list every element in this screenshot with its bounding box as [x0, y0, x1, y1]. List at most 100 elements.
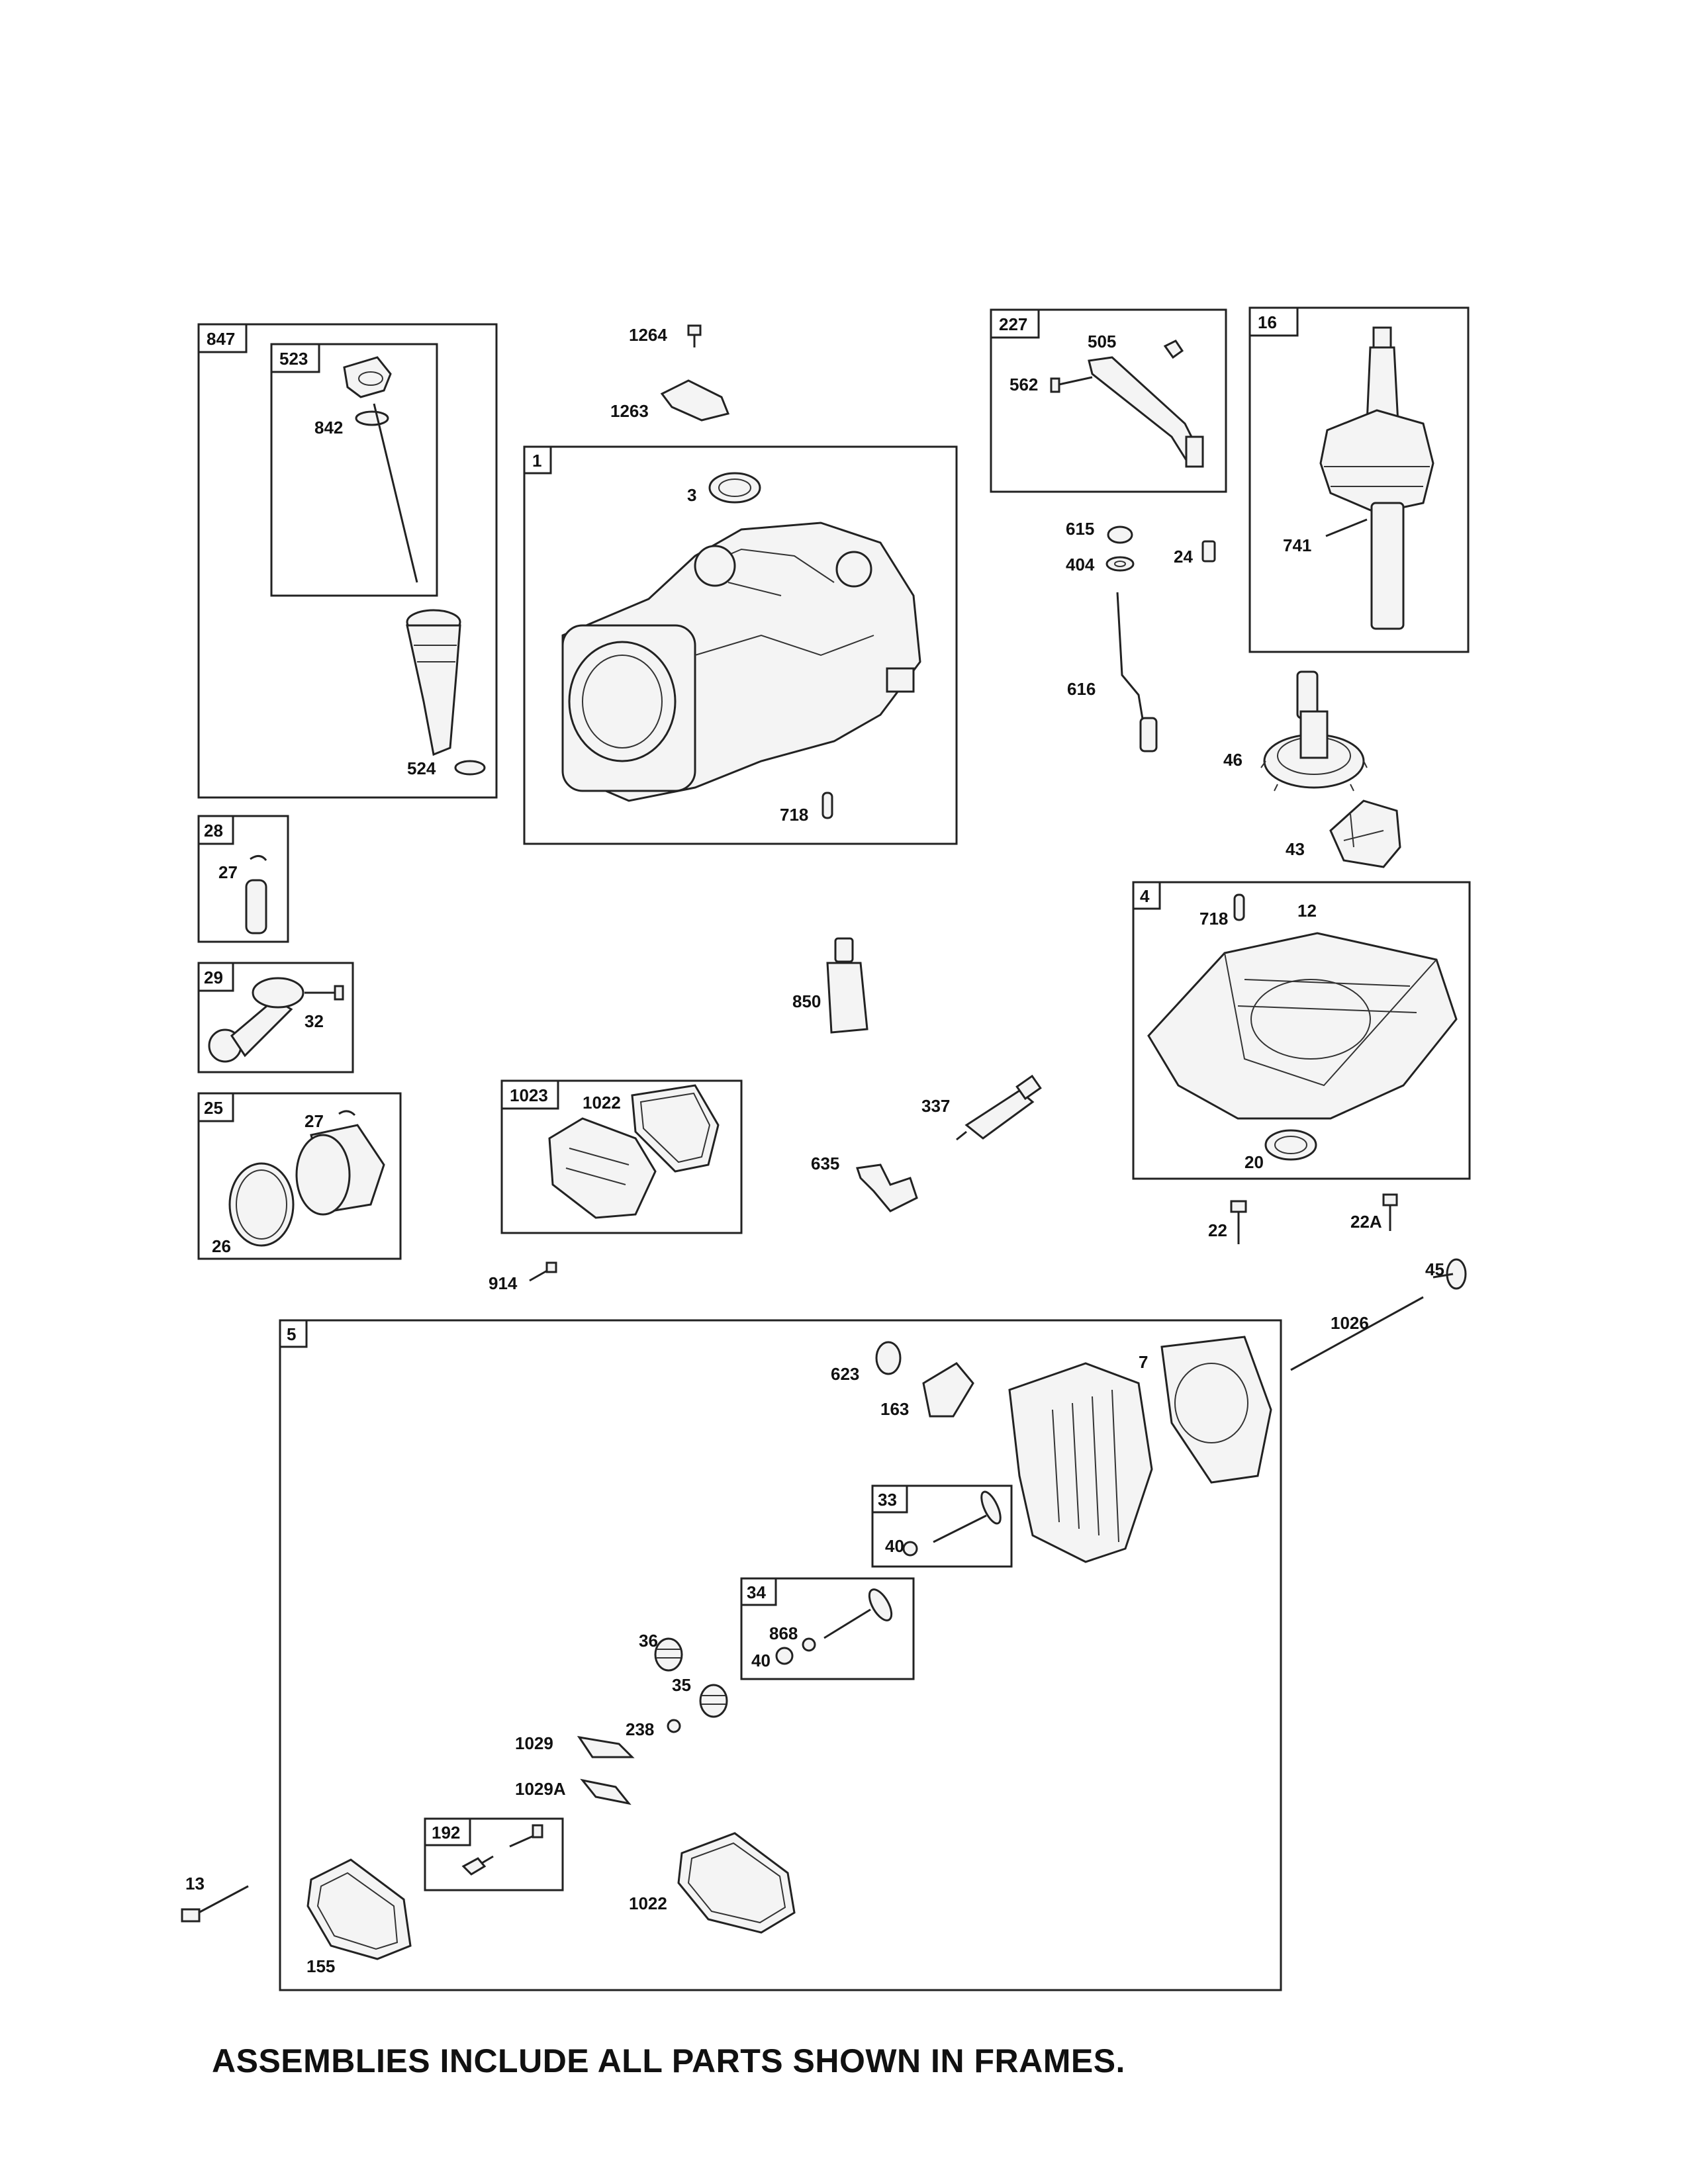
frame-4: 4 [1132, 881, 1471, 1180]
part-labels: 842 524 1264 1263 3 718 505 562 615 404 … [185, 325, 1444, 1976]
frame-34: 34 [740, 1577, 915, 1680]
part-label: 22 [1208, 1220, 1227, 1240]
part-label: 46 [1223, 750, 1243, 770]
part-label: 27 [218, 862, 238, 882]
part-label: 22A [1350, 1212, 1382, 1232]
pin-718-part [821, 792, 833, 819]
valve-cover-part [548, 1084, 720, 1219]
part-label: 35 [672, 1675, 691, 1695]
crankshaft-part [1319, 326, 1434, 630]
part-label: 741 [1283, 535, 1311, 555]
part-label: 842 [314, 418, 343, 437]
frame-tag: 847 [207, 329, 235, 349]
part-label: 20 [1244, 1152, 1264, 1172]
bracket-1263-part [660, 379, 730, 422]
part-label: 40 [885, 1536, 904, 1556]
part-label: 1029 [515, 1733, 553, 1753]
part-label: 616 [1067, 679, 1096, 699]
frame-tag: 523 [279, 349, 308, 369]
part-label: 615 [1066, 519, 1094, 539]
head-bolt-part [181, 1885, 249, 1923]
part-label: 718 [780, 805, 808, 825]
frame-tag: 29 [204, 968, 223, 987]
cylinder-head-part [875, 1336, 1272, 1563]
sump-part [1147, 893, 1458, 1161]
frame-25: 25 [197, 1092, 402, 1260]
part-label: 337 [921, 1096, 950, 1116]
plug-boot-part [856, 1163, 918, 1212]
connecting-rod-part [208, 977, 344, 1063]
part-label: 1022 [583, 1093, 621, 1113]
frame-847: 847 [197, 323, 498, 799]
frame-tag: 5 [287, 1324, 296, 1344]
part-label: 27 [305, 1111, 324, 1131]
part-label: 12 [1297, 901, 1317, 921]
dipstick-part [343, 356, 418, 583]
governor-parts [1105, 525, 1216, 752]
piston-part [228, 1110, 385, 1247]
frame-28: 28 [197, 815, 289, 943]
frame-tag: 25 [204, 1098, 223, 1118]
part-label: 524 [407, 758, 436, 778]
part-label: 24 [1174, 547, 1193, 567]
part-label: 1263 [610, 401, 649, 421]
part-label: 163 [880, 1399, 909, 1419]
frame-tag: 33 [878, 1490, 897, 1510]
part-label: 505 [1088, 332, 1116, 351]
spark-plug-part [956, 1074, 1042, 1141]
bolt-1264-part [687, 324, 702, 347]
bolts-22-part [1230, 1193, 1398, 1244]
intake-valve-part [775, 1588, 893, 1665]
exhaust-valve-part [902, 1490, 1002, 1557]
frame-tag: 1 [532, 451, 541, 471]
rocker-studs-part [461, 1824, 543, 1876]
governor-43-part [1329, 799, 1401, 868]
valve-springs-part [654, 1637, 728, 1733]
frame-16: 16 [1248, 306, 1470, 653]
part-label: 718 [1199, 909, 1228, 929]
part-label: 32 [305, 1011, 324, 1031]
part-label: 623 [831, 1364, 859, 1384]
frame-tag: 192 [432, 1823, 460, 1843]
frame-tag: 28 [204, 821, 223, 841]
bolt-914-part [529, 1261, 557, 1282]
part-label: 914 [489, 1273, 518, 1293]
part-label: 36 [639, 1631, 658, 1651]
sealant-tube-part [826, 937, 868, 1034]
head-cover-part [306, 1832, 796, 1960]
part-label: 26 [212, 1236, 231, 1256]
camshaft-part [1260, 670, 1368, 792]
frame-1: 1 [523, 445, 958, 845]
part-label: 635 [811, 1154, 839, 1173]
rocker-arms-part [577, 1735, 635, 1805]
frame-29: 29 [197, 962, 354, 1073]
part-label: 1029A [515, 1779, 566, 1799]
part-label: 43 [1286, 839, 1305, 859]
frame-tag: 4 [1140, 886, 1150, 906]
part-label: 1026 [1331, 1313, 1369, 1333]
part-label: 3 [687, 485, 696, 505]
frame-192: 192 [424, 1817, 564, 1891]
frame-tag: 227 [999, 314, 1027, 334]
oil-fill-tube-part [406, 609, 486, 776]
piston-pin-part [245, 855, 267, 934]
part-label: 155 [306, 1956, 335, 1976]
push-rod-part [1290, 1258, 1467, 1371]
frame-1023: 1023 [500, 1079, 743, 1234]
part-label: 7 [1139, 1352, 1148, 1372]
part-label: 45 [1425, 1259, 1444, 1279]
part-label: 13 [185, 1874, 205, 1893]
part-label: 404 [1066, 555, 1095, 574]
frame-tag: 16 [1258, 312, 1277, 332]
part-label: 40 [751, 1651, 771, 1670]
part-label: 562 [1009, 375, 1038, 394]
part-label: 238 [626, 1719, 654, 1739]
frame-tag: 34 [747, 1582, 766, 1602]
part-label: 850 [792, 991, 821, 1011]
frame-5: 5 [279, 1319, 1282, 1991]
assemblies-note: ASSEMBLIES INCLUDE ALL PARTS SHOWN IN FR… [212, 2042, 1125, 2079]
frame-tag: 1023 [510, 1085, 548, 1105]
frame-33: 33 [871, 1484, 1013, 1568]
frame-523: 523 [270, 343, 438, 597]
